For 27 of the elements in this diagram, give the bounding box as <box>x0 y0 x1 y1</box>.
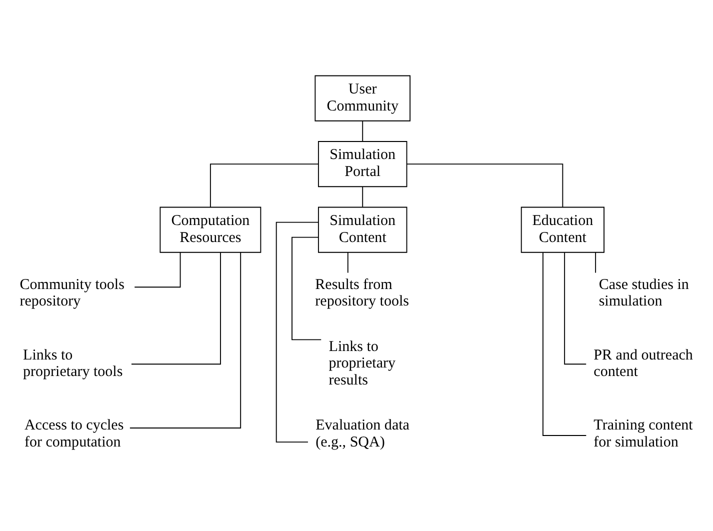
connector <box>134 252 181 288</box>
node-text: Case studies in simulation <box>598 276 689 310</box>
connector <box>131 252 221 365</box>
node-text: PR and outreach content <box>594 347 693 380</box>
connector <box>347 252 348 274</box>
node-box: Simulation Portal <box>318 141 408 188</box>
connector <box>595 252 596 274</box>
node-box: Education Content <box>520 206 604 253</box>
connector <box>276 222 319 443</box>
connector <box>564 252 587 365</box>
node-text: Evaluation data (e.g., SQA) <box>316 418 410 451</box>
node-box: Simulation Content <box>318 206 408 253</box>
connector <box>292 236 322 340</box>
connector <box>129 252 242 428</box>
connector <box>362 186 364 208</box>
connector <box>362 120 364 142</box>
node-text: Training content for simulation <box>594 418 693 451</box>
node-text: Access to cycles for computation <box>24 418 124 451</box>
node-box: User Community <box>314 75 411 122</box>
node-text: Results from repository tools <box>315 276 410 310</box>
node-box: Computation Resources <box>160 206 262 253</box>
node-text: Community tools repository <box>20 276 124 310</box>
node-text: Links to proprietary results <box>328 338 396 389</box>
node-text: Links to proprietary tools <box>23 347 123 380</box>
connector <box>406 164 564 208</box>
connector <box>542 252 587 436</box>
connector <box>210 164 319 208</box>
